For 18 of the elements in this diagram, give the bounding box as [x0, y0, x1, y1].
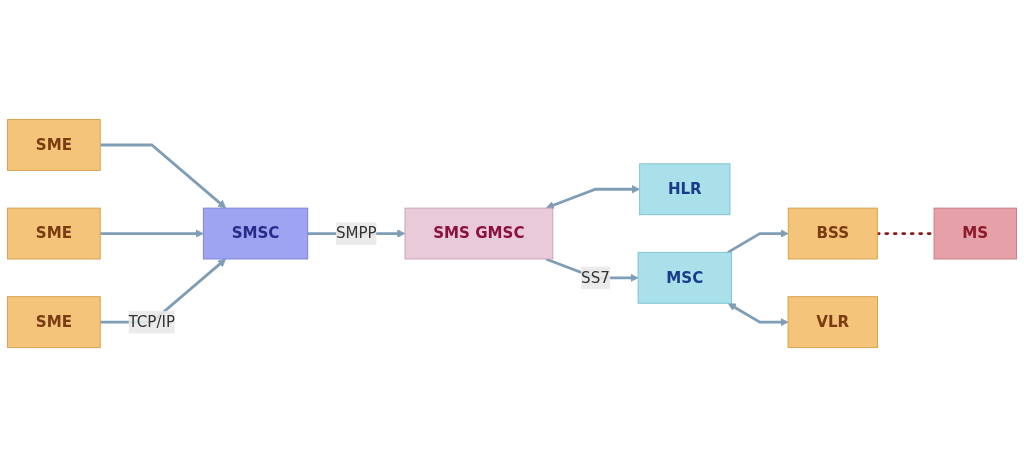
- arrow: [100, 229, 204, 239]
- node-box: HLR: [639, 163, 731, 216]
- edge-label: TCP/IP: [128, 313, 176, 332]
- arrow: [545, 185, 640, 210]
- node-box: SME: [7, 208, 101, 260]
- node-box: SME: [7, 119, 101, 172]
- node-box: SME: [7, 296, 101, 349]
- node-box: MS: [933, 208, 1017, 260]
- node-box: MSC: [637, 252, 732, 305]
- arrow: [727, 229, 789, 255]
- edge-label: SMPP: [335, 224, 377, 243]
- arrow: [727, 303, 789, 327]
- node-box: VLR: [787, 296, 878, 349]
- edge-label: SS7: [581, 268, 610, 287]
- node-box: SMS GMSC: [404, 208, 554, 260]
- node-box: BSS: [787, 208, 878, 260]
- arrow: [100, 144, 227, 209]
- node-box: SMSC: [202, 208, 309, 260]
